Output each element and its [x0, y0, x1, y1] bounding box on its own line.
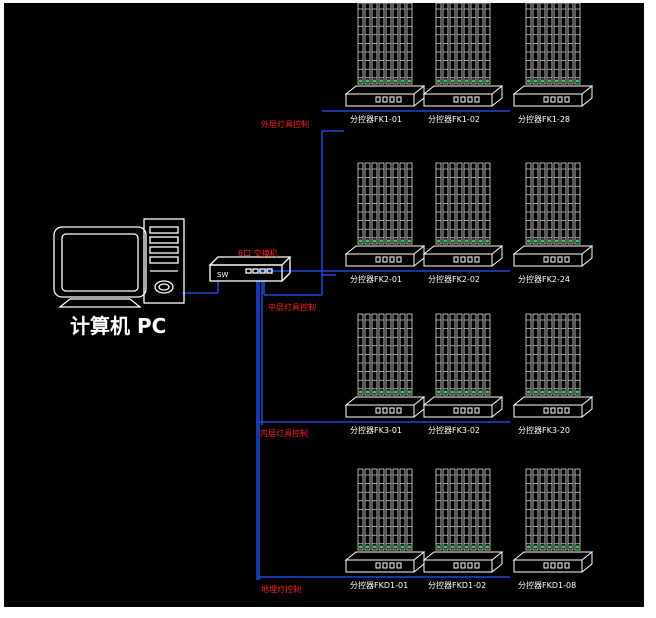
- controller-label: 分控器FK1-02: [428, 114, 480, 124]
- wiring-diagram-svg: 计算机 PC SW 8口 交换机 外层灯具控制 分控器FK1-01 分控器FK1-0…: [53, 3, 594, 594]
- group-label: 中层灯具控制: [268, 302, 316, 312]
- network-cables: [182, 110, 510, 580]
- controller-label: 分控器FK3-20: [518, 425, 570, 435]
- controller-label: 分控器FK2-02: [428, 274, 480, 284]
- controller-unit-icon: 分控器FK3-02: [422, 313, 504, 435]
- led-light-string-icon: [357, 3, 413, 85]
- controller-unit-icon: 分控器FKD1-02: [422, 468, 504, 590]
- led-light-string-icon: [357, 162, 413, 245]
- group-2: 中层灯具控制 分控器FK2-01 分控器FK2-02 分控器FK2-24: [268, 162, 594, 312]
- controller-label: 分控器FK2-24: [518, 274, 570, 284]
- led-light-string-icon: [435, 3, 491, 85]
- pc-label: 计算机 PC: [70, 314, 166, 338]
- led-light-string-icon: [357, 313, 413, 396]
- group-label: 内层灯具控制: [260, 428, 308, 438]
- controller-unit-icon: 分控器FK2-24: [512, 162, 594, 284]
- controller-unit-icon: 分控器FK3-01: [344, 313, 426, 435]
- controller-label: 分控器FK3-01: [350, 425, 402, 435]
- led-light-string-icon: [435, 313, 491, 396]
- controller-label: 分控器FKD1-08: [518, 580, 576, 590]
- controller-unit-icon: 分控器FK2-01: [344, 162, 426, 284]
- led-light-string-icon: [435, 162, 491, 245]
- led-light-string-icon: [525, 468, 581, 551]
- controller-unit-icon: 分控器FK3-20: [512, 313, 594, 435]
- group-4: 地埋灯控制 分控器FKD1-01 分控器FKD1-02 分控器FKD1-08: [261, 468, 594, 594]
- controller-label: 分控器FK1-28: [518, 114, 570, 124]
- controller-label: 分控器FKD1-02: [428, 580, 486, 590]
- computer-icon: [53, 218, 185, 308]
- switch-face-label: SW: [217, 271, 228, 279]
- wiring-diagram: 计算机 PC SW 8口 交换机 外层灯具控制 分控器FK1-01 分控器FK1-0…: [4, 3, 644, 607]
- led-light-string-icon: [525, 162, 581, 245]
- network-switch-icon: [208, 256, 292, 282]
- controller-unit-icon: 分控器FK1-28: [512, 3, 594, 124]
- controller-label: 分控器FK2-01: [350, 274, 402, 284]
- controller-unit-icon: 分控器FKD1-01: [344, 468, 426, 590]
- switch-label: 8口 交换机: [238, 248, 278, 258]
- group-1: 外层灯具控制 分控器FK1-01 分控器FK1-02 分控器FK1-28: [261, 3, 594, 129]
- controller-unit-icon: 分控器FK2-02: [422, 162, 504, 284]
- led-light-string-icon: [435, 468, 491, 551]
- group-label: 地埋灯控制: [261, 584, 301, 594]
- controller-label: 分控器FK3-02: [428, 425, 480, 435]
- led-light-string-icon: [525, 3, 581, 85]
- controller-unit-icon: 分控器FK1-01: [344, 3, 426, 124]
- group-3: 内层灯具控制 分控器FK3-01 分控器FK3-02 分控器FK3-20: [260, 313, 594, 438]
- group-label: 外层灯具控制: [261, 119, 309, 129]
- controller-label: 分控器FK1-01: [350, 114, 402, 124]
- controller-label: 分控器FKD1-01: [350, 580, 408, 590]
- controller-unit-icon: 分控器FK1-02: [422, 3, 504, 124]
- led-light-string-icon: [357, 468, 413, 551]
- controller-unit-icon: 分控器FKD1-08: [512, 468, 594, 590]
- led-light-string-icon: [525, 313, 581, 396]
